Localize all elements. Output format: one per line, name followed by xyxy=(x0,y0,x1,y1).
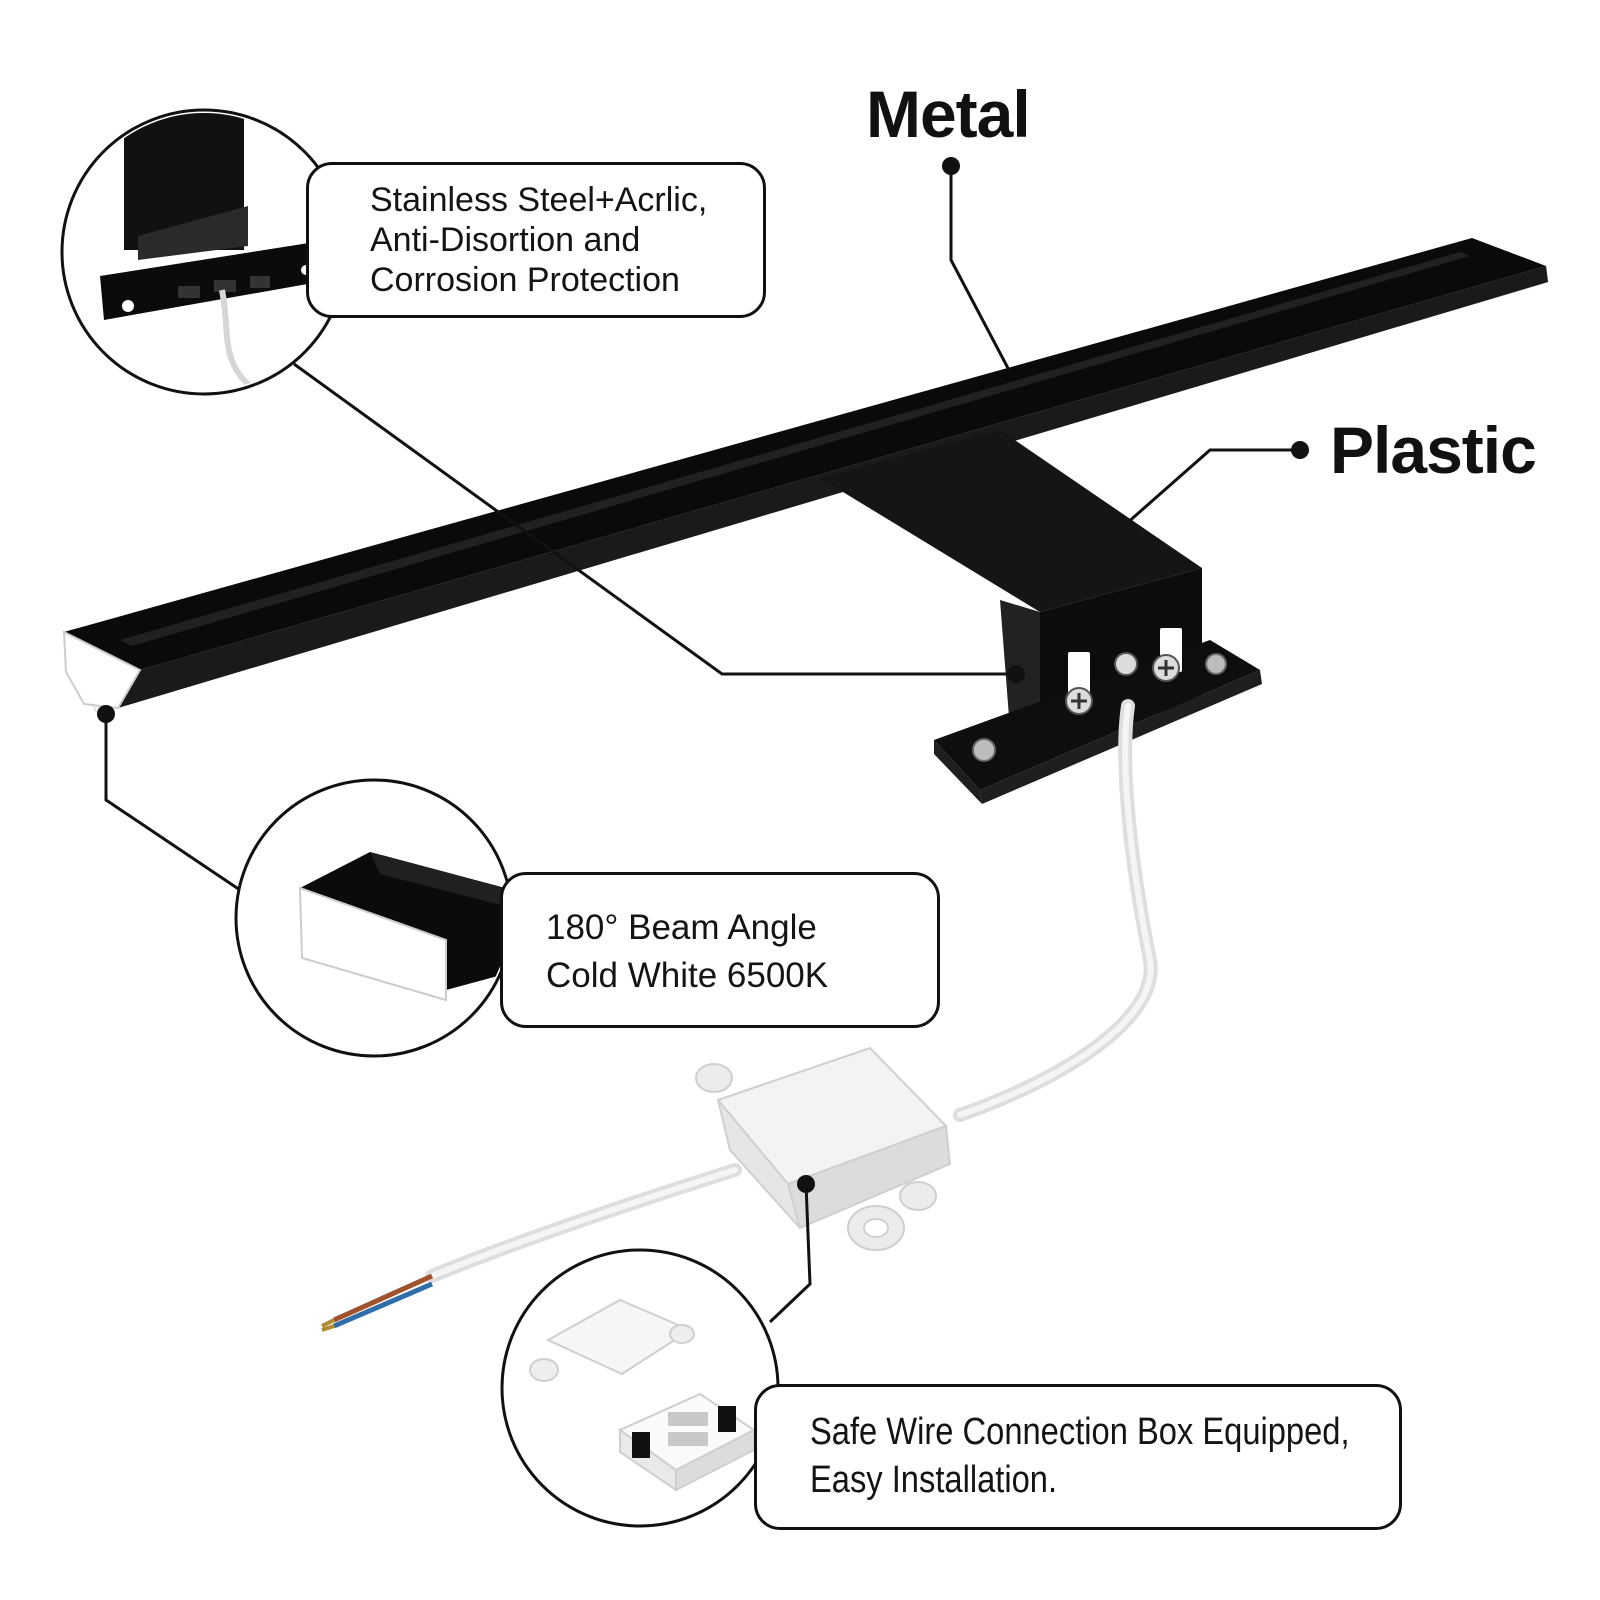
top-callout-line-2: Anti-Disortion and xyxy=(370,221,641,259)
top-callout-leader-line xyxy=(293,362,1016,676)
metal-dot xyxy=(942,157,960,175)
middle-callout-line-2: Cold White 6500K xyxy=(546,956,829,995)
top-callout-line-3: Corrosion Protection xyxy=(370,261,680,299)
bottom-callout-text: Safe Wire Connection Box Equipped, Easy … xyxy=(810,1408,1350,1504)
top-callout-box xyxy=(306,162,766,318)
plastic-label: Plastic xyxy=(1330,413,1537,487)
bottom-callout-box xyxy=(754,1384,1402,1530)
bottom-callout-leader-line xyxy=(768,1183,812,1324)
leader-dots xyxy=(97,157,1309,1193)
lamp-bar xyxy=(62,238,1549,713)
top-callout-line-1: Stainless Steel+Acrlic, xyxy=(370,181,708,219)
box-dot xyxy=(797,1175,815,1193)
middle-callout-box xyxy=(500,872,940,1028)
arm-dot xyxy=(1007,665,1025,683)
bottom-detail-circle xyxy=(500,1248,780,1528)
middle-callout-line-1: 180° Beam Angle xyxy=(546,908,817,947)
plastic-dot xyxy=(1291,441,1309,459)
top-callout-text: Stainless Steel+Acrlic, Anti-Disortion a… xyxy=(370,180,707,300)
middle-detail-circle xyxy=(234,778,514,1058)
metal-label: Metal xyxy=(866,77,1031,151)
top-detail-circle xyxy=(60,108,348,396)
metal-leader-line xyxy=(949,166,1012,373)
junction-box xyxy=(695,1046,952,1251)
plastic-leader-line xyxy=(1125,448,1300,526)
bottom-callout-line-1: Safe Wire Connection Box Equipped, xyxy=(810,1411,1350,1453)
bare-wires xyxy=(332,1273,434,1323)
middle-callout-leader-line xyxy=(104,714,241,892)
led-end-dot xyxy=(97,705,115,723)
leader-lines xyxy=(104,166,1300,1324)
middle-callout-text: 180° Beam Angle Cold White 6500K xyxy=(546,904,828,1000)
bottom-callout-line-2: Easy Installation. xyxy=(810,1459,1058,1501)
